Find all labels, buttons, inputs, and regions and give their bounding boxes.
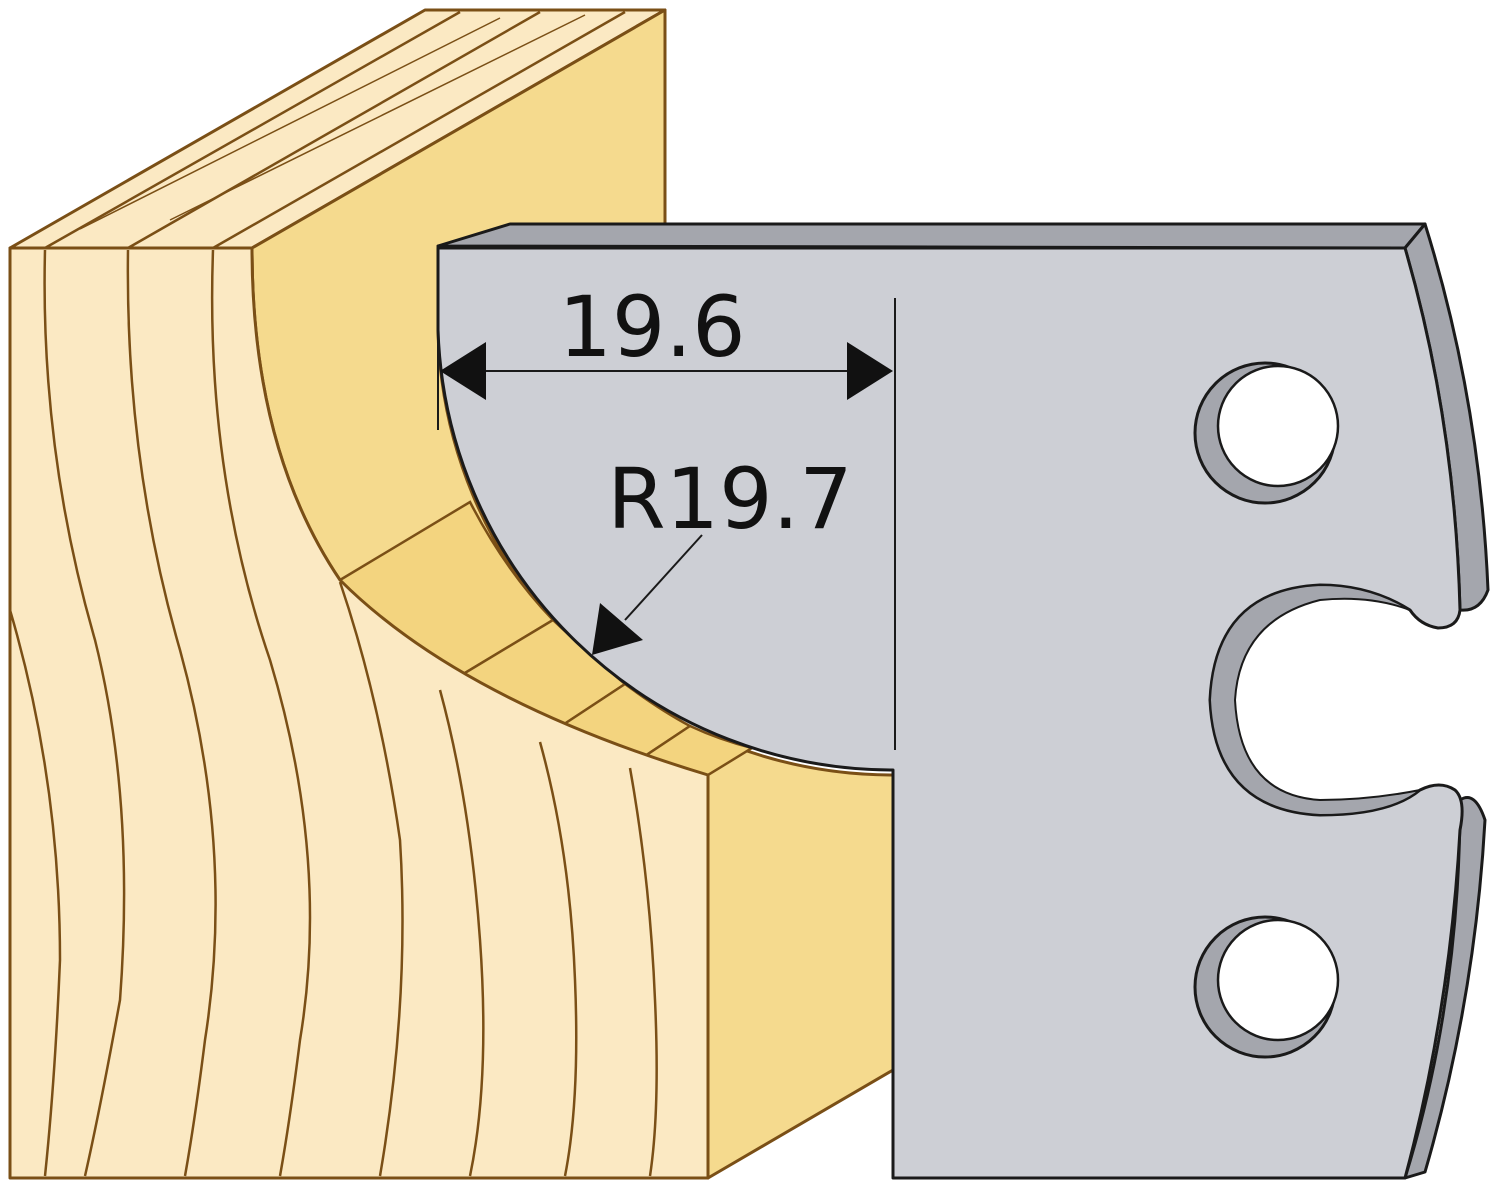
profile-knife [436, 222, 1490, 1180]
knife-lower-hole [1193, 915, 1340, 1059]
knife-notch-bevel [1209, 584, 1421, 816]
wood-end-grain-lines [8, 249, 658, 1177]
width-dimension-label: 19.6 [558, 278, 745, 376]
wood-top-grain [44, 10, 626, 250]
width-arrow-right [847, 342, 893, 400]
dimension-annotations: 19.6 R19.7 [437, 278, 896, 750]
wood-workpiece [8, 8, 895, 1180]
knife-top-bevel [436, 222, 1427, 250]
width-arrow-left [440, 342, 486, 400]
radius-leader-line [624, 534, 703, 621]
knife-upper-hole [1193, 361, 1340, 505]
wood-end-grain [8, 246, 710, 1180]
radius-arrow [592, 603, 643, 655]
radius-dimension-label: R19.7 [607, 450, 852, 548]
knife-right-bevel-lower [1403, 796, 1487, 1180]
